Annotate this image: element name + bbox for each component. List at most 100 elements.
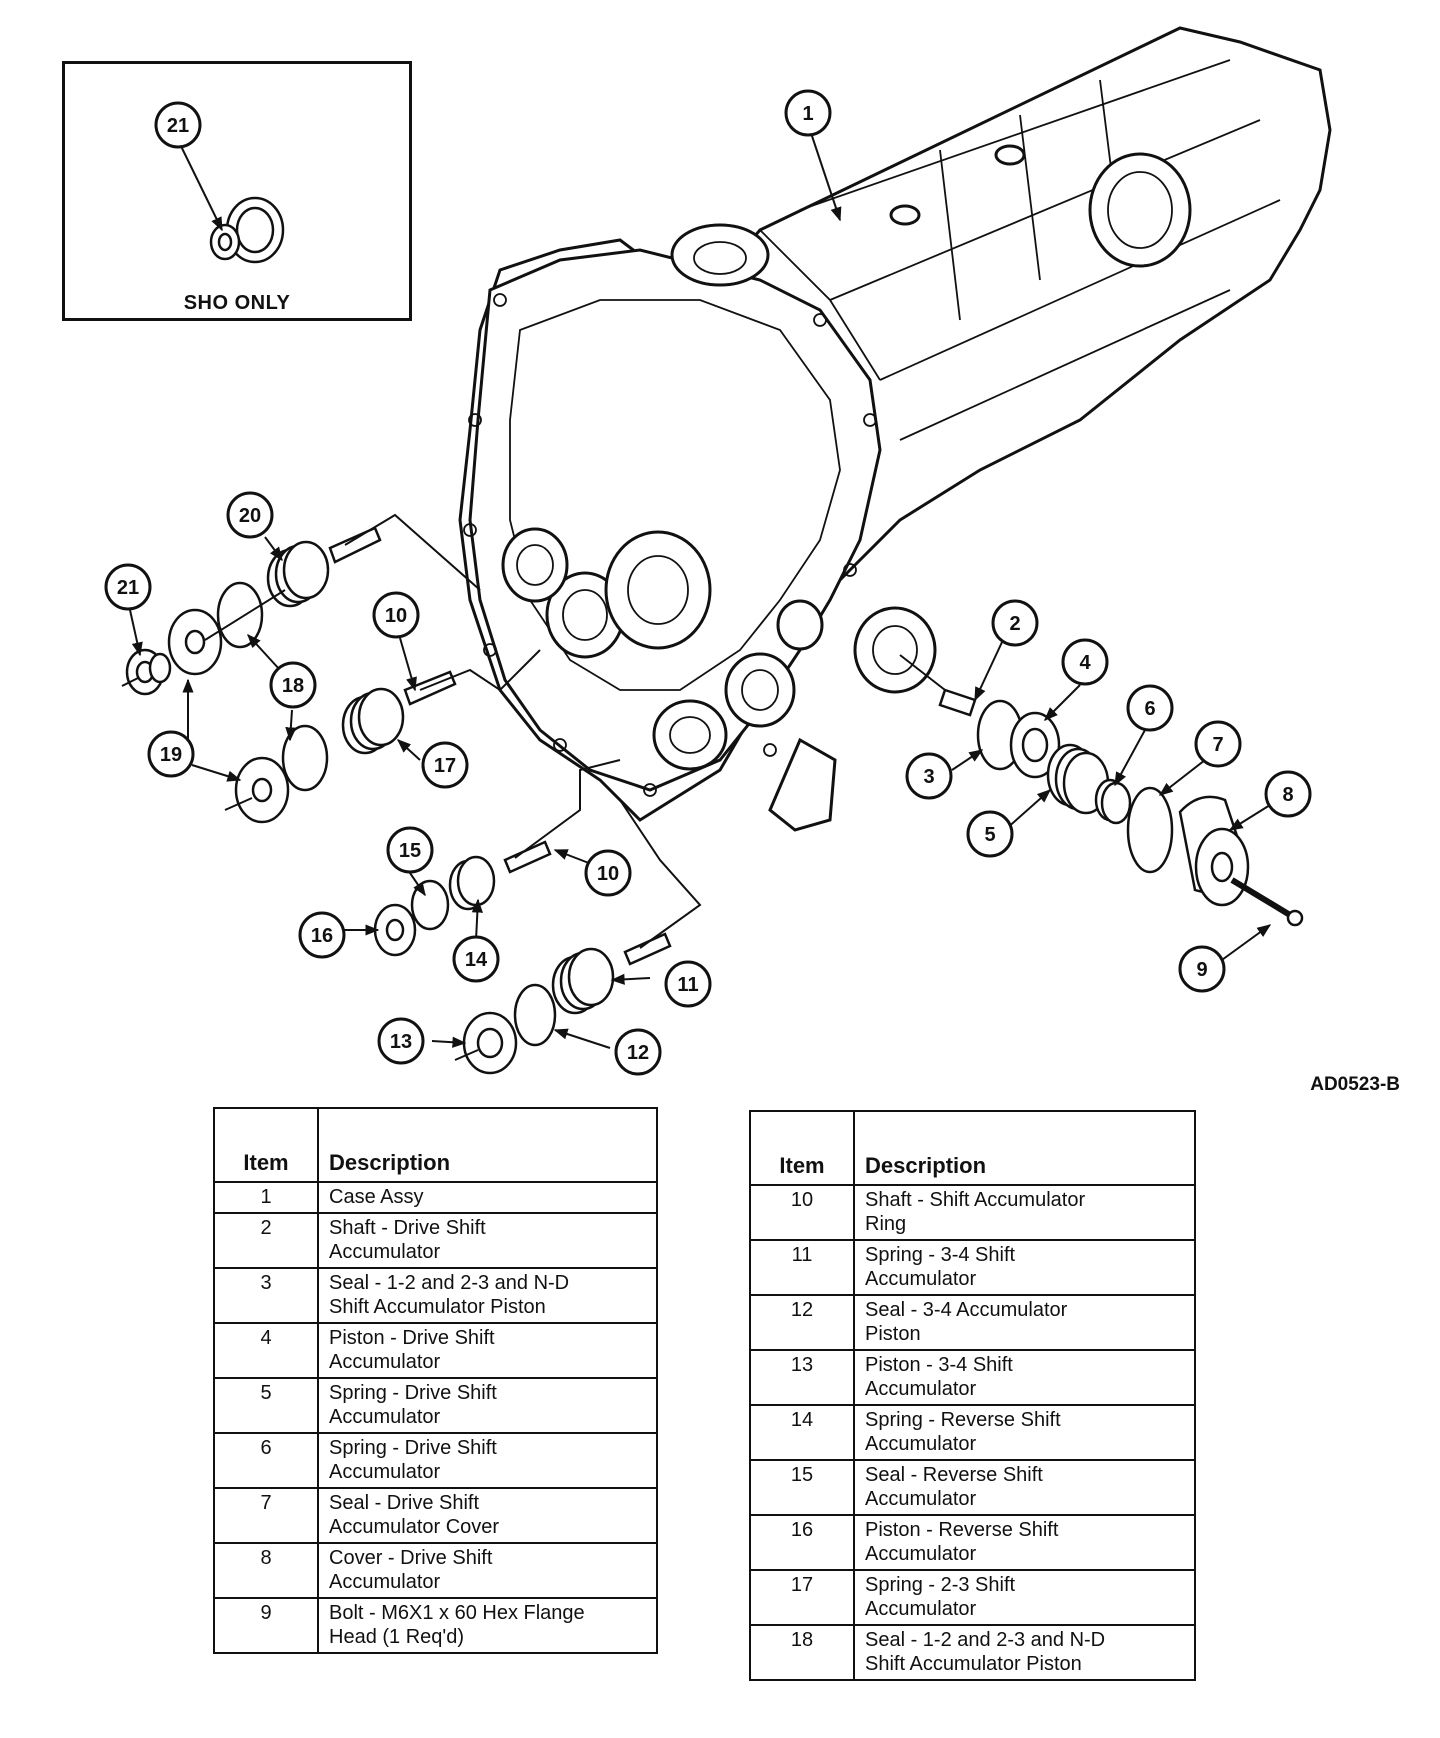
callout-3: 3 [905, 752, 953, 800]
svg-text:8: 8 [1282, 784, 1293, 806]
callout-19: 19 [147, 730, 195, 778]
sho-inset-parts [209, 196, 285, 264]
svg-text:17: 17 [434, 755, 456, 777]
svg-text:21: 21 [167, 115, 189, 137]
description-line-2: Accumulator [865, 1488, 977, 1510]
item-number: 15 [749, 1459, 855, 1516]
description-line-1: Seal - Reverse Shift [865, 1464, 1043, 1486]
description-line-2: Accumulator [865, 1433, 977, 1455]
description-line-1: Case Assy [329, 1186, 424, 1208]
transmission-case [458, 26, 1332, 832]
description-line-1: Piston - Drive Shift [329, 1327, 495, 1349]
sho-only-label: SHO ONLY [183, 292, 291, 314]
description-line-1: Seal - 3-4 Accumulator [865, 1299, 1068, 1321]
item-header: Item [749, 1110, 855, 1186]
callout-21-main: 21 [104, 563, 152, 611]
callout-5: 5 [966, 810, 1014, 858]
callout-8: 8 [1264, 770, 1312, 818]
leader-lines [129, 129, 1272, 1049]
svg-text:16: 16 [311, 925, 333, 947]
description-line-1: Bolt - M6X1 x 60 Hex Flange [329, 1602, 585, 1624]
callout-10-lower: 10 [584, 849, 632, 897]
description-line-2: Shift Accumulator Piston [329, 1296, 546, 1318]
item-header: Item [213, 1107, 319, 1183]
description-line-2: Accumulator [329, 1571, 441, 1593]
item-number: 7 [213, 1487, 319, 1544]
description-line-1: Piston - Reverse Shift [865, 1519, 1059, 1541]
description-line-2: Accumulator [865, 1378, 977, 1400]
description-line-2: Accumulator [329, 1461, 441, 1483]
item-number: 13 [749, 1349, 855, 1406]
callout-14: 14 [452, 935, 500, 983]
callout-16: 16 [298, 911, 346, 959]
svg-text:7: 7 [1212, 734, 1223, 756]
svg-text:19: 19 [160, 744, 182, 766]
callout-10-upper: 10 [372, 591, 420, 639]
callout-6: 6 [1126, 684, 1174, 732]
svg-text:11: 11 [677, 974, 698, 996]
description-line-1: Spring - 2-3 Shift [865, 1574, 1016, 1596]
svg-text:10: 10 [597, 863, 619, 885]
item-number: 5 [213, 1377, 319, 1434]
item-number: 17 [749, 1569, 855, 1626]
item-number: 10 [749, 1184, 855, 1241]
description-line-1: Spring - Drive Shift [329, 1437, 497, 1459]
item-number: 4 [213, 1322, 319, 1379]
callout-21-inset: 21 [154, 101, 202, 149]
callout-18: 18 [269, 661, 317, 709]
item-number: 11 [749, 1239, 855, 1296]
description-line-2: Accumulator [865, 1543, 977, 1565]
description-line-2: Accumulator [329, 1241, 441, 1263]
description-line-2: Accumulator [865, 1268, 977, 1290]
right-side-parts [899, 654, 1304, 927]
description-line-2: Head (1 Req'd) [329, 1626, 464, 1648]
item-number: 3 [213, 1267, 319, 1324]
callout-11: 11 [664, 960, 712, 1008]
svg-text:10: 10 [385, 605, 407, 627]
svg-text:15: 15 [399, 840, 421, 862]
item-number: 18 [749, 1624, 855, 1681]
svg-text:1: 1 [802, 103, 813, 125]
exploded-view-diagram: 1 2 3 4 5 6 7 8 9 10 10 11 12 13 14 15 1… [104, 26, 1332, 1076]
callout-13: 13 [377, 1017, 425, 1065]
item-number: 14 [749, 1404, 855, 1461]
description-line-1: Spring - 3-4 Shift [865, 1244, 1016, 1266]
callout-2: 2 [991, 599, 1039, 647]
svg-text:4: 4 [1079, 652, 1091, 674]
svg-text:12: 12 [627, 1042, 649, 1064]
item-number: 1 [213, 1181, 319, 1214]
svg-text:9: 9 [1196, 959, 1207, 981]
description-line-2: Accumulator Cover [329, 1516, 500, 1538]
svg-text:5: 5 [984, 824, 995, 846]
description-line-2: Piston [865, 1323, 921, 1345]
callout-20: 20 [226, 491, 274, 539]
description-line-1: Spring - Reverse Shift [865, 1409, 1061, 1431]
